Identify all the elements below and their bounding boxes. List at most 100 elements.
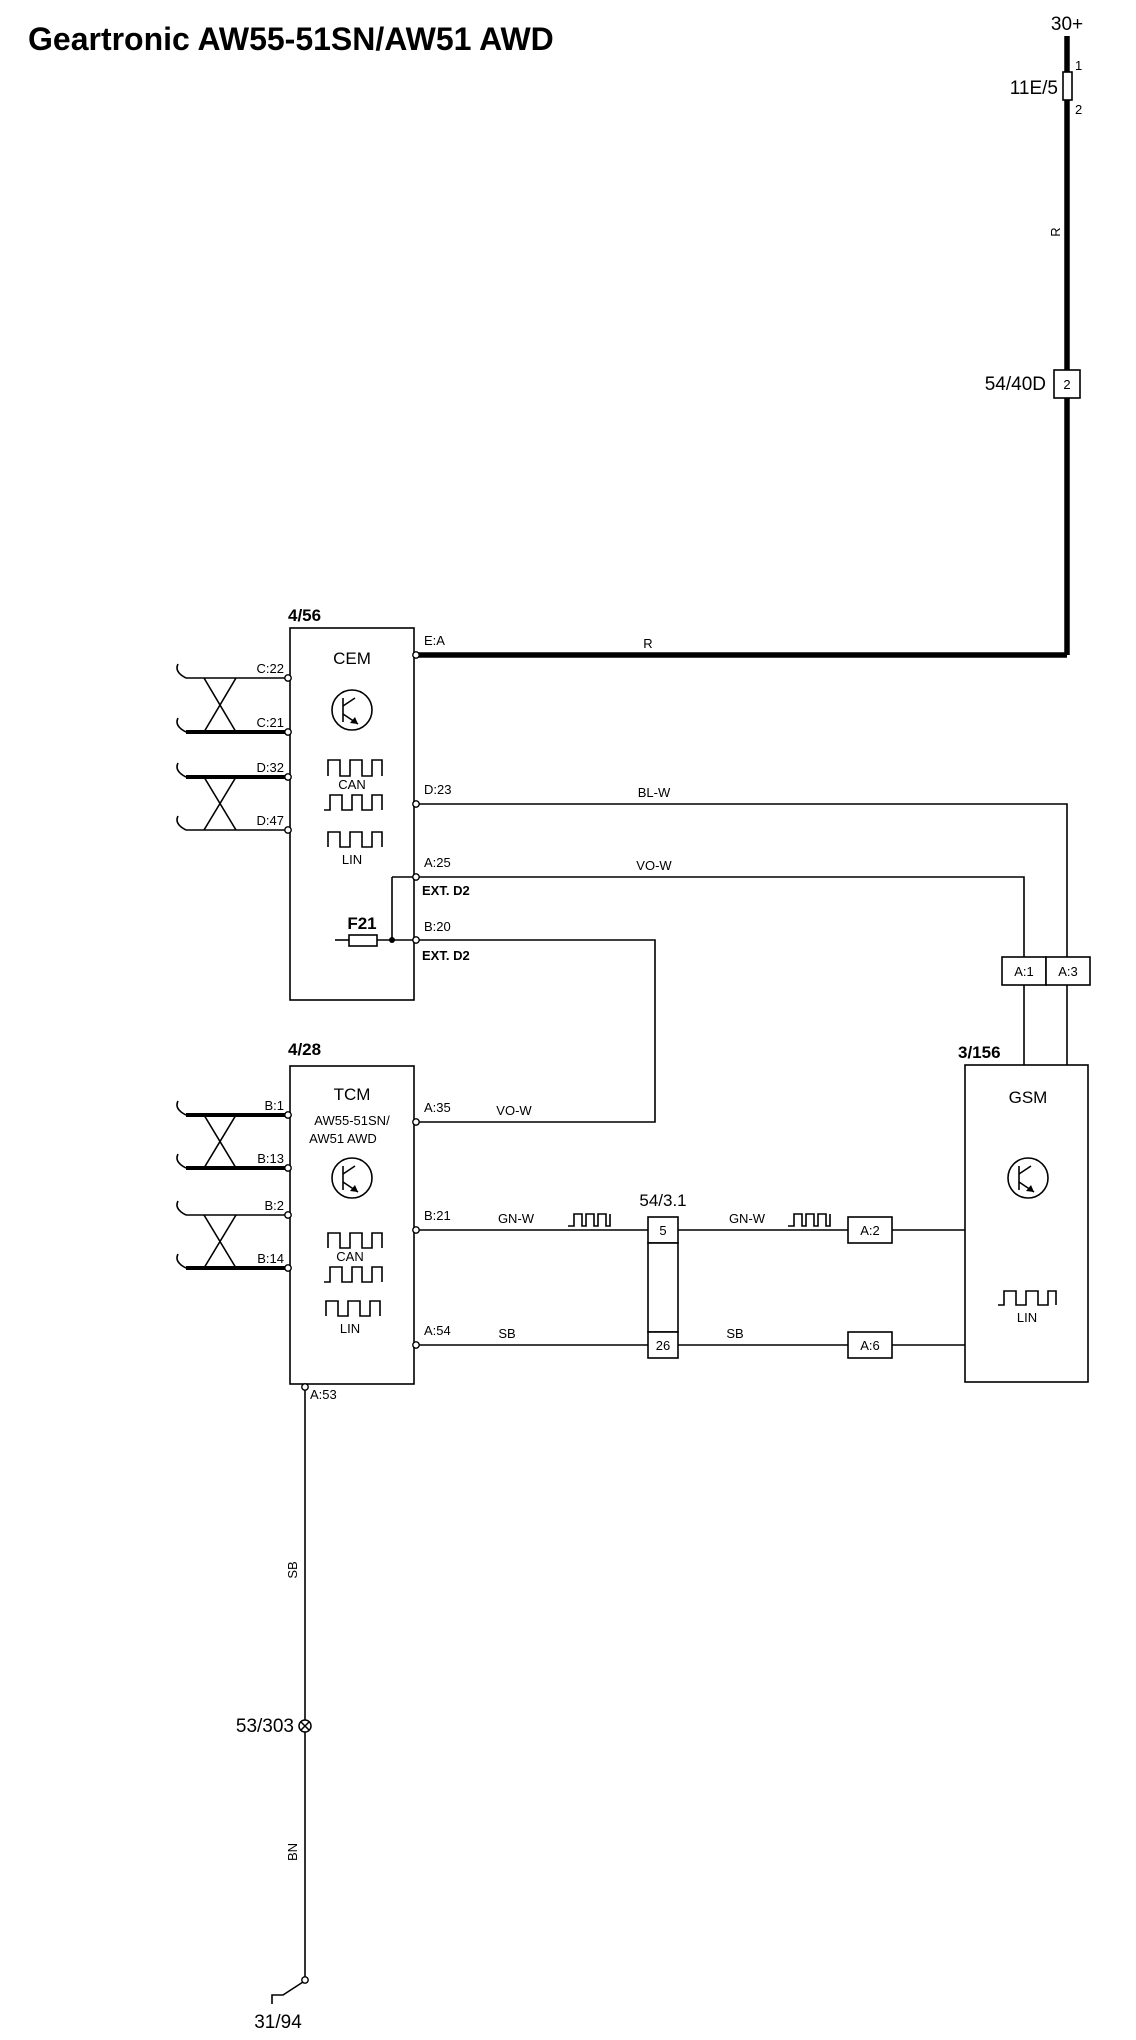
gsm-pin-a6-label: A:6 [860,1338,880,1353]
tcm-can-label: CAN [336,1249,363,1264]
cem-id: 4/56 [288,606,321,625]
connector-54-3-1-label: 54/3.1 [639,1191,686,1210]
gsm-pin-a3[interactable] [1045,956,1091,986]
gsm-box[interactable] [964,1064,1089,1383]
ground-wire-sb-color: SB [285,1561,300,1578]
tcm-id: 4/28 [288,1040,321,1059]
tcm-lin-twisted-pair [176,1200,288,1270]
gsm-lin-label: LIN [1017,1310,1037,1325]
cem-pin-c22-label: C:22 [257,661,284,676]
gsm-a6-wire-color: SB [726,1326,743,1341]
cem-pin-a25-ext: EXT. D2 [422,883,470,898]
tcm-pin-b13-label: B:13 [257,1151,284,1166]
cem-ea-wire-color: R [643,636,652,651]
cem-fuse-label: F21 [347,914,376,933]
ground-point-terminal [301,1976,309,1984]
cem-pin-d23-label: D:23 [424,782,451,797]
fuse-label: 11E/5 [1010,78,1058,99]
gsm-pin-a3-label: A:3 [1058,964,1078,979]
cem-pin-d47[interactable] [284,826,292,834]
tcm-box[interactable] [289,1065,415,1385]
tcm-subtitle-2: AW51 AWD [309,1131,377,1146]
gsm-id: 3/156 [958,1043,1001,1062]
cem-pin-c22[interactable] [284,674,292,682]
tcm-a54-wire-color: SB [498,1326,515,1341]
gsm-pin-a1[interactable] [1001,956,1047,986]
connector-54-3-1-pin-26[interactable] [647,1331,679,1359]
cem-pin-d32-label: D:32 [257,760,284,775]
cem-junction-dot [389,937,395,943]
tcm-can-twisted-pair [176,1100,288,1170]
tcm-pin-b21[interactable] [412,1226,420,1234]
tcm-subtitle-1: AW55-51SN/ [314,1113,390,1128]
cem-can-label: CAN [338,777,365,792]
cem-can-pulse-icon-2 [324,794,383,811]
diagram-title: Geartronic AW55-51SN/AW51 AWD [28,21,554,57]
tcm-pin-b2[interactable] [284,1211,292,1219]
cem-lin-twisted-pair [176,762,288,831]
tcm-pin-b21-label: B:21 [424,1208,451,1223]
tcm-pin-a53-label: A:53 [310,1387,337,1402]
cem-lin-label: LIN [342,852,362,867]
cem-lin-pulse-icon [327,831,383,848]
cem-a25-wire-color: VO-W [636,858,672,873]
tcm-pin-b14-label: B:14 [257,1251,284,1266]
tcm-lin-label: LIN [340,1321,360,1336]
gsm-transistor-icon [1007,1157,1049,1199]
cem-pin-d32[interactable] [284,773,292,781]
cem-fuse-f21[interactable] [348,934,378,947]
connector-54-3-1-pin-26-label: 26 [656,1338,670,1353]
tcm-pin-b13[interactable] [284,1164,292,1172]
connector-54-40d-pin: 2 [1063,377,1070,392]
tcm-pin-b1-label: B:1 [264,1098,284,1113]
cem-pin-a25[interactable] [412,873,420,881]
cem-pin-b20-ext: EXT. D2 [422,948,470,963]
ground-symbol-icon [271,1981,304,2004]
gsm-lin-pulse-icon [998,1290,1057,1306]
fuse-pin-bottom: 2 [1075,102,1082,117]
tcm-pin-b1[interactable] [284,1111,292,1119]
cem-transistor-icon [331,689,373,731]
tcm-lin-pulse-icon [325,1300,381,1317]
tcm-pin-b14[interactable] [284,1264,292,1272]
cem-b20-to-tcm-a35-wire [419,939,656,1123]
tcm-b21-signal-icon [568,1213,611,1227]
cem-can-pulse-icon-1 [327,759,383,777]
cem-pin-ea-label: E:A [424,633,445,648]
cem-pin-d23[interactable] [412,800,420,808]
tcm-pin-a35-label: A:35 [424,1100,451,1115]
cem-d23-wire-color: BL-W [638,785,671,800]
tcm-a35-wire-color: VO-W [496,1103,532,1118]
cem-d23-wire [419,803,1068,957]
splice-53-303-icon[interactable] [298,1719,312,1733]
tcm-can-pulse-icon-2 [324,1266,383,1283]
cem-pin-ea[interactable] [412,651,420,659]
cem-pin-c21-label: C:21 [257,715,284,730]
connector-54-3-1-body [647,1242,679,1333]
cem-pin-c21[interactable] [284,728,292,736]
cem-can-twisted-pair [176,663,288,734]
tcm-pin-a54[interactable] [412,1341,420,1349]
gsm-a2-signal-icon [788,1213,831,1227]
connector-54-40d-label: 54/40D [985,374,1046,395]
connector-54-3-1-pin-5-label: 5 [659,1223,666,1238]
gsm-pin-a2-label: A:2 [860,1223,880,1238]
tcm-b21-wire-color: GN-W [498,1211,535,1226]
fuse-11e5[interactable] [1062,71,1073,101]
tcm-pin-a35[interactable] [412,1118,420,1126]
tcm-pin-b2-label: B:2 [264,1198,284,1213]
cem-pin-b20-label: B:20 [424,919,451,934]
supply-label: 30+ [1051,14,1083,35]
tcm-pin-a54-label: A:54 [424,1323,451,1338]
ground-wire-bn-color: BN [285,1843,300,1861]
ground-point-label: 31/94 [254,2012,302,2033]
cem-pin-b20[interactable] [412,936,420,944]
cem-pin-d47-label: D:47 [257,813,284,828]
gsm-a2-wire-color: GN-W [729,1211,766,1226]
supply-wire-color: R [1048,227,1063,236]
splice-label: 53/303 [236,1716,294,1737]
tcm-pin-a53[interactable] [301,1383,309,1391]
cem-pin-a25-label: A:25 [424,855,451,870]
gsm-pin-a1-label: A:1 [1014,964,1034,979]
